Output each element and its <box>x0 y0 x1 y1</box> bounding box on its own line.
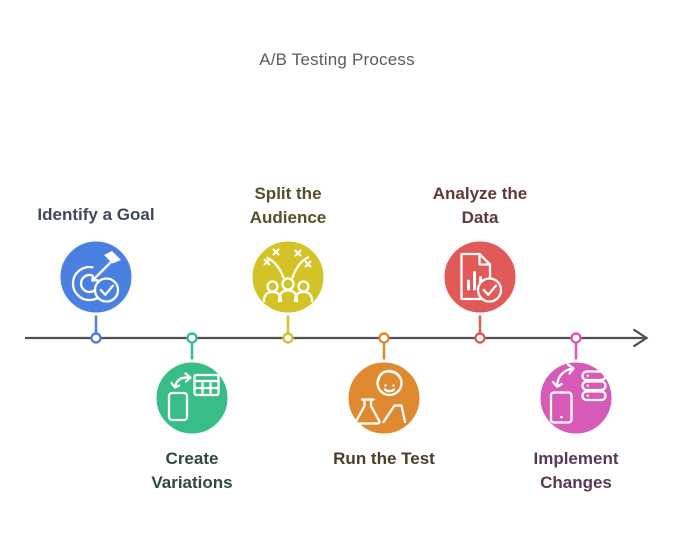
timeline-axis <box>25 328 649 348</box>
disk-light-1 <box>586 374 589 377</box>
timeline-node <box>570 332 582 344</box>
check-circle <box>476 277 503 303</box>
table-outline <box>193 373 220 397</box>
check-circle <box>93 277 120 303</box>
document-fold <box>478 252 492 266</box>
scientist-flask-icon <box>354 369 407 425</box>
step-label-create-variations: Create Variations <box>151 449 233 492</box>
spark-x-left <box>263 258 271 266</box>
scientist-hair <box>377 370 402 382</box>
swap-arrowhead-top <box>566 363 575 375</box>
step-label-run-test: Run the Test <box>333 449 435 468</box>
step-run-test <box>345 332 423 437</box>
step-label-split-audience: Split the Audience <box>249 184 327 227</box>
step-analyze-data <box>441 238 519 344</box>
split-curve-right <box>291 256 310 279</box>
scientist-eye-right <box>392 384 395 387</box>
spark-x-top-right <box>294 249 302 257</box>
timeline-node <box>474 332 486 344</box>
step-split-audience <box>249 238 327 344</box>
timeline-node <box>378 332 390 344</box>
device-database-swap-icon <box>549 363 607 424</box>
report-check-icon <box>460 252 503 303</box>
table-grid-lines <box>193 379 220 397</box>
step-identify-goal <box>57 238 135 344</box>
timeline-arrow-icon <box>632 328 649 348</box>
phone-outline <box>167 391 189 422</box>
phone-button <box>560 415 563 419</box>
audience-split-icon <box>262 248 314 303</box>
scientist-arm <box>382 404 407 424</box>
timeline-node <box>90 332 102 344</box>
swap-arrowhead-bottom <box>551 380 563 388</box>
spark-x-top-left <box>272 248 280 256</box>
target-goal-icon <box>71 251 121 303</box>
step-label-analyze-data: Analyze the Data <box>432 184 528 227</box>
swap-arrowhead-top <box>184 372 192 383</box>
database-disk-3 <box>581 390 607 402</box>
step-implement-changes <box>537 332 615 437</box>
disk-light-2 <box>586 384 589 387</box>
swap-arrow <box>555 367 574 388</box>
dart-shaft <box>91 261 112 282</box>
step-circle <box>249 238 327 316</box>
step-create-variations <box>153 332 231 437</box>
timeline-node <box>186 332 198 344</box>
swap-arrow <box>173 376 191 389</box>
phone-outline <box>549 391 573 424</box>
scientist-smile <box>383 388 396 393</box>
person-body-right <box>293 290 314 303</box>
disk-light-3 <box>586 394 589 397</box>
check-icon <box>99 284 114 296</box>
step-label-implement-changes: Implement Changes <box>533 449 619 492</box>
flask <box>354 398 381 425</box>
swap-arrowhead-bottom <box>170 381 181 389</box>
scientist-eye-left <box>384 384 387 387</box>
database-disk-2 <box>581 380 607 392</box>
device-table-swap-icon <box>167 372 220 422</box>
page-title: A/B Testing Process <box>259 50 415 69</box>
step-circle <box>345 359 423 437</box>
timeline-node <box>282 332 294 344</box>
dart-fletching <box>104 251 121 264</box>
step-circle <box>153 359 231 437</box>
check-icon <box>482 284 497 296</box>
step-label-identify-goal: Identify a Goal <box>37 205 155 224</box>
database-disk-1 <box>581 370 607 382</box>
spark-x-right <box>304 260 312 268</box>
dart-tip <box>91 274 99 282</box>
